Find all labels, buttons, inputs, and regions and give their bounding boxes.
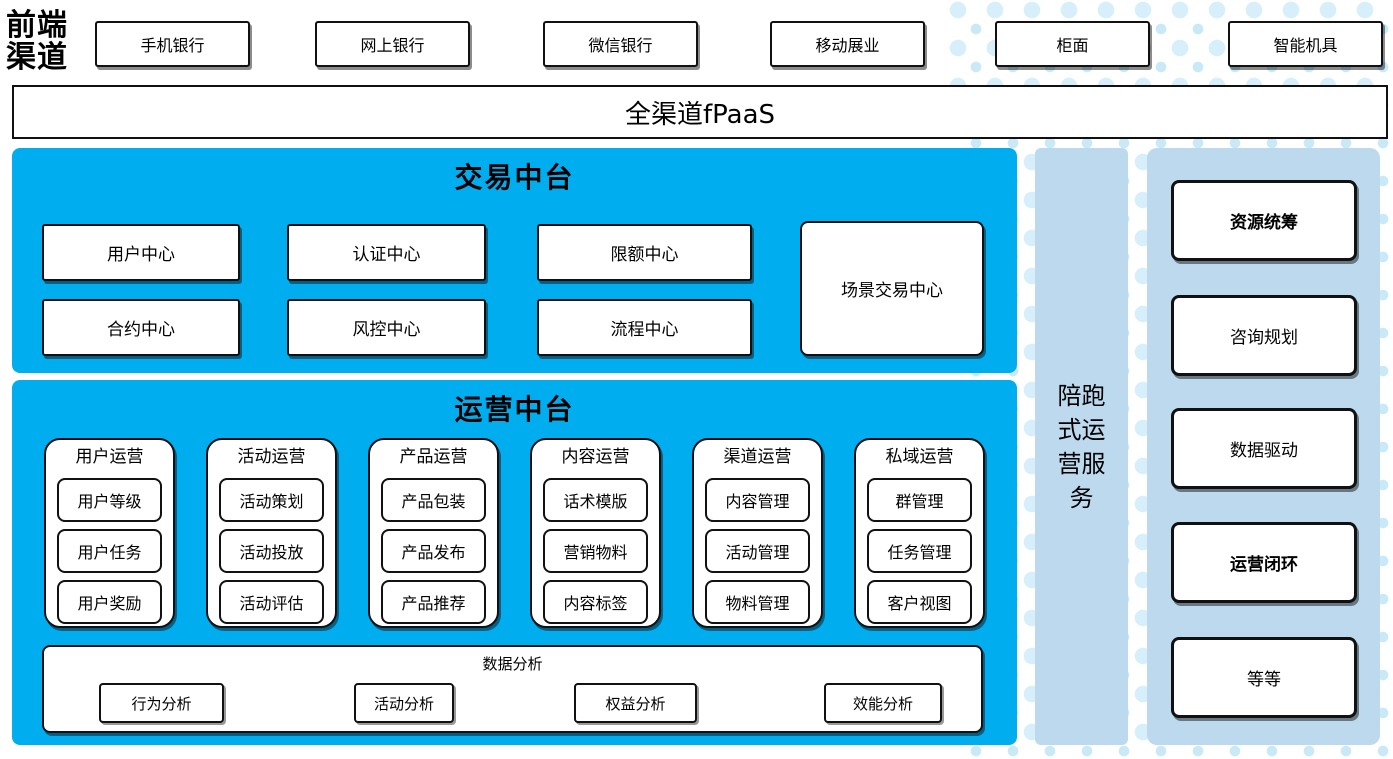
channel-box-mobile-sales: 移动展业 — [770, 21, 925, 67]
ops-column-activity: 活动运营 活动策划 活动投放 活动评估 — [206, 438, 337, 628]
center-box-limit: 限额中心 — [537, 224, 752, 281]
channel-box-counter: 柜面 — [995, 21, 1150, 67]
service-label-line: 务 — [1069, 483, 1094, 512]
analysis-item-behavior: 行为分析 — [99, 683, 224, 723]
ops-column-user: 用户运营 用户等级 用户任务 用户奖励 — [44, 438, 175, 628]
ops-item: 客户视图 — [867, 580, 972, 624]
accompanying-service-bar: 陪跑 式运 营服 务 — [1035, 148, 1128, 745]
ops-item: 用户等级 — [57, 478, 162, 522]
operation-platform-panel: 运营中台 用户运营 用户等级 用户任务 用户奖励 活动运营 活动策划 活动投放 … — [12, 380, 1017, 745]
center-box-process: 流程中心 — [537, 299, 752, 356]
operation-columns: 用户运营 用户等级 用户任务 用户奖励 活动运营 活动策划 活动投放 活动评估 … — [44, 438, 985, 628]
channel-box-online-banking: 网上银行 — [315, 21, 470, 67]
channel-box-wechat-banking: 微信银行 — [543, 21, 698, 67]
ops-column-header: 私域运营 — [885, 447, 954, 467]
ops-column-private-domain: 私域运营 群管理 任务管理 客户视图 — [854, 438, 985, 628]
ops-item: 用户任务 — [57, 529, 162, 573]
capability-box-consulting: 咨询规划 — [1171, 295, 1357, 376]
center-box-contract: 合约中心 — [42, 299, 240, 356]
omni-channel-fpaas-bar: 全渠道fPaaS — [12, 85, 1388, 139]
capability-box-data-driven: 数据驱动 — [1171, 408, 1357, 489]
transaction-platform-panel: 交易中台 用户中心 认证中心 限额中心 合约中心 风控中心 流程中心 场景交易中… — [12, 148, 1017, 373]
ops-item: 产品包装 — [381, 478, 486, 522]
ops-item: 内容标签 — [543, 580, 648, 624]
ops-item: 物料管理 — [705, 580, 810, 624]
service-label-line: 式运 — [1057, 415, 1106, 444]
ops-item: 用户奖励 — [57, 580, 162, 624]
channel-box-mobile-banking: 手机银行 — [95, 21, 250, 67]
ops-item: 营销物料 — [543, 529, 648, 573]
service-label-line: 营服 — [1057, 449, 1106, 478]
capability-box-resource-planning: 资源统筹 — [1171, 180, 1357, 261]
ops-column-header: 活动运营 — [237, 447, 306, 467]
analysis-item-rights: 权益分析 — [574, 683, 697, 723]
analysis-item-efficiency: 效能分析 — [824, 683, 942, 723]
capability-box-operation-loop: 运营闭环 — [1171, 522, 1357, 603]
ops-item: 活动管理 — [705, 529, 810, 573]
front-channel-label: 前端渠道 — [6, 8, 68, 75]
ops-item: 活动策划 — [219, 478, 324, 522]
channel-box-smart-devices: 智能机具 — [1228, 21, 1383, 67]
data-analysis-box: 数据分析 行为分析 活动分析 权益分析 效能分析 — [42, 645, 983, 733]
center-box-auth: 认证中心 — [287, 224, 486, 281]
operation-platform-title: 运营中台 — [454, 393, 575, 426]
ops-column-header: 用户运营 — [75, 447, 144, 467]
ops-column-header: 产品运营 — [399, 447, 468, 467]
center-box-risk: 风控中心 — [287, 299, 486, 356]
ops-item: 产品推荐 — [381, 580, 486, 624]
analysis-item-activity: 活动分析 — [354, 683, 454, 723]
ops-column-header: 内容运营 — [561, 447, 630, 467]
ops-column-channel: 渠道运营 内容管理 活动管理 物料管理 — [692, 438, 823, 628]
ops-item: 活动投放 — [219, 529, 324, 573]
center-box-user: 用户中心 — [42, 224, 240, 281]
ops-item: 话术模版 — [543, 478, 648, 522]
ops-item: 群管理 — [867, 478, 972, 522]
ops-item: 活动评估 — [219, 580, 324, 624]
ops-column-header: 渠道运营 — [723, 447, 792, 467]
capability-box-etc: 等等 — [1171, 637, 1357, 718]
ops-item: 任务管理 — [867, 529, 972, 573]
ops-column-content: 内容运营 话术模版 营销物料 内容标签 — [530, 438, 661, 628]
ops-item: 产品发布 — [381, 529, 486, 573]
transaction-platform-title: 交易中台 — [454, 161, 575, 194]
center-box-scene-transaction: 场景交易中心 — [800, 221, 984, 356]
service-capabilities-panel: 资源统筹 咨询规划 数据驱动 运营闭环 等等 — [1147, 148, 1380, 745]
accompanying-service-label: 陪跑 式运 营服 务 — [1058, 379, 1106, 515]
ops-column-product: 产品运营 产品包装 产品发布 产品推荐 — [368, 438, 499, 628]
ops-item: 内容管理 — [705, 478, 810, 522]
data-analysis-title: 数据分析 — [482, 655, 543, 673]
service-label-line: 陪跑 — [1057, 381, 1106, 410]
